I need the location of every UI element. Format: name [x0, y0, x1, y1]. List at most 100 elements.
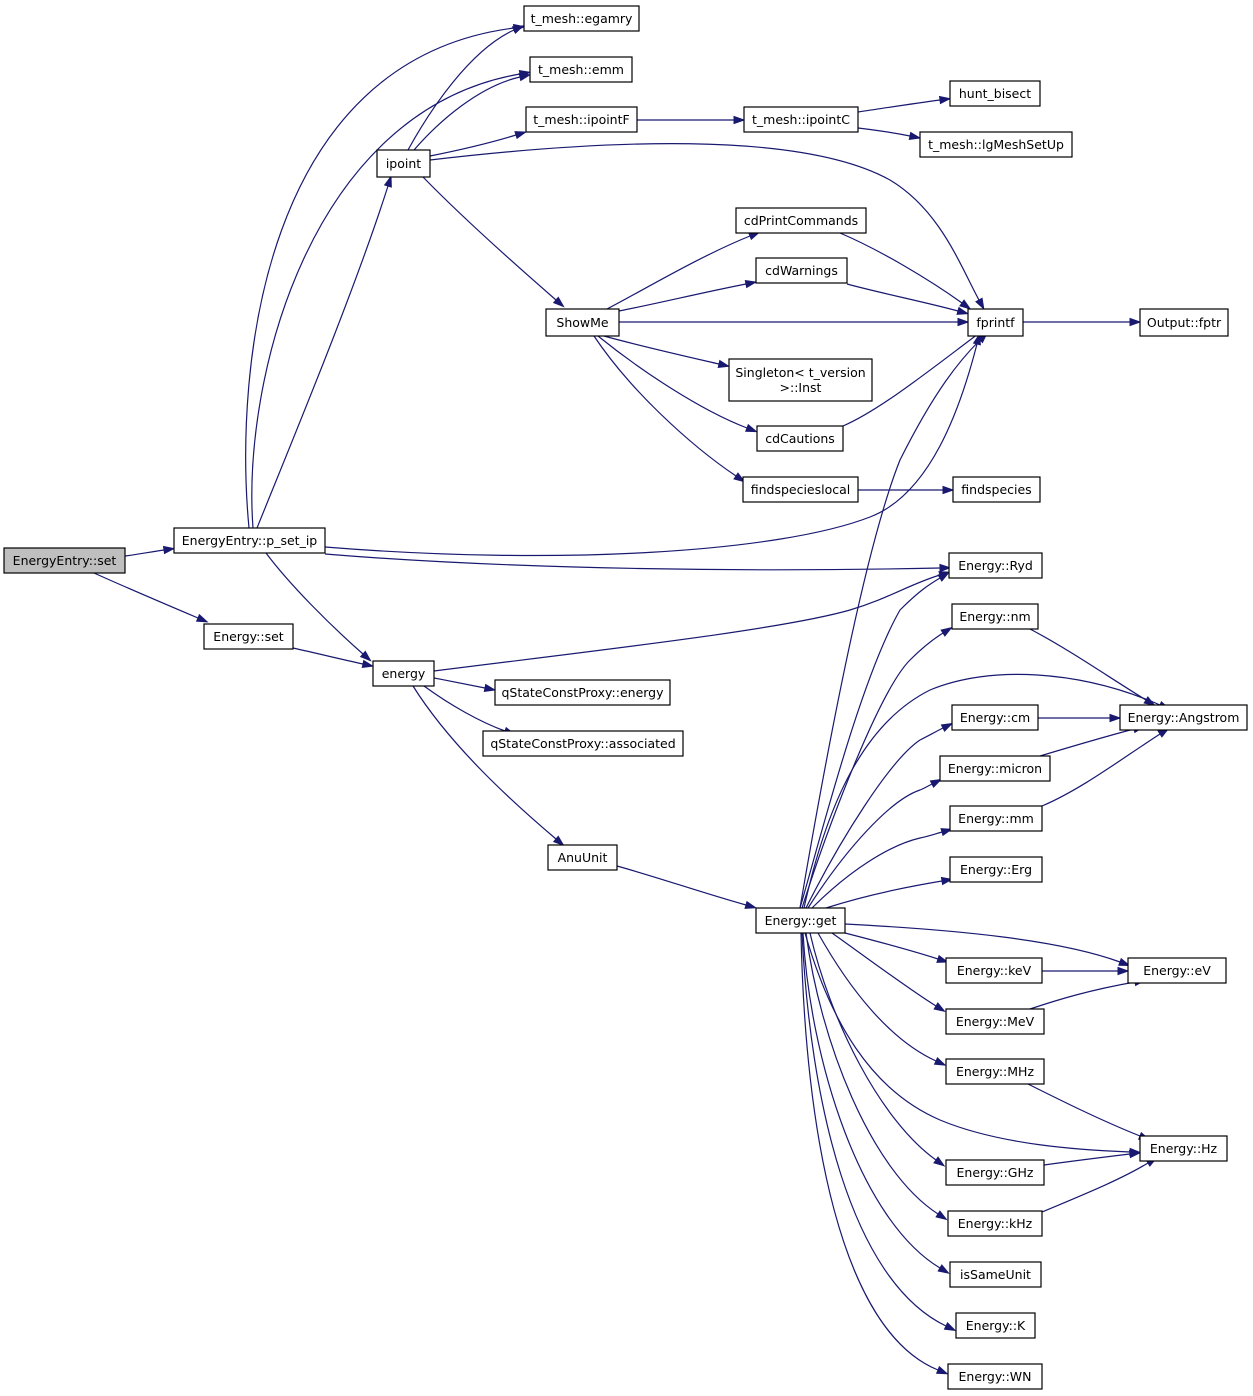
node-label: Singleton< t_version — [735, 365, 865, 380]
node-issameunit[interactable]: isSameUnit — [949, 1261, 1042, 1288]
node-output-fptr[interactable]: Output::fptr — [1139, 308, 1229, 337]
node-label: Energy::K — [966, 1318, 1026, 1333]
node-ipoint[interactable]: ipoint — [376, 149, 431, 178]
edge-ipoint-to-fprintf — [429, 143, 985, 311]
node-label: Energy::kHz — [958, 1216, 1033, 1231]
node-box — [967, 308, 1024, 337]
node-box — [949, 805, 1043, 832]
node-t-mesh-emm[interactable]: t_mesh::emm — [529, 56, 633, 83]
node-t-mesh-ipointc[interactable]: t_mesh::ipointC — [743, 106, 859, 133]
edge-energy-get-to-energy-kev — [844, 932, 949, 963]
node-box — [1127, 957, 1227, 984]
edge-showme-to-cdprintcommands — [606, 231, 761, 310]
arrowhead — [511, 25, 525, 35]
node-label: ipoint — [386, 156, 421, 171]
node-energy-nm[interactable]: Energy::nm — [951, 603, 1039, 630]
node-label: qStateConstProxy::energy — [501, 685, 664, 700]
edge-energyentry-p-set-ip-to-fprintf — [324, 332, 981, 557]
node-qstateconstproxy-associated[interactable]: qStateConstProxy::associated — [482, 730, 684, 757]
node-cdwarnings[interactable]: cdWarnings — [755, 257, 848, 284]
arrowhead — [933, 1056, 947, 1066]
arrowhead — [483, 683, 497, 693]
edge-ipoint-to-t-mesh-emm — [413, 73, 532, 151]
node-t-mesh-ipointf[interactable]: t_mesh::ipointF — [525, 106, 638, 133]
node-energy[interactable]: energy — [372, 660, 435, 687]
node-label: Output::fptr — [1147, 315, 1222, 330]
node-energyentry-p-set-ip[interactable]: EnergyEntry::p_set_ip — [173, 527, 326, 554]
node-label: findspecies — [961, 482, 1031, 497]
node-energy-micron[interactable]: Energy::micron — [939, 755, 1051, 782]
node-label: Energy::get — [765, 913, 837, 928]
node-box — [376, 149, 431, 178]
edge-energy-mm-to-energy-angstrom — [1041, 727, 1170, 807]
node-label: findspecieslocal — [751, 482, 851, 497]
node-energy-mhz[interactable]: Energy::MHz — [945, 1058, 1045, 1085]
node-label: t_mesh::ipointC — [752, 112, 850, 127]
arrowhead — [937, 572, 950, 582]
arrowhead — [1129, 1149, 1142, 1159]
node-energy-ghz[interactable]: Energy::GHz — [945, 1159, 1045, 1186]
node-label: EnergyEntry::set — [13, 553, 117, 568]
arrowhead — [929, 778, 943, 788]
node-hunt-bisect[interactable]: hunt_bisect — [949, 80, 1041, 107]
arrowhead — [940, 876, 954, 886]
node-box — [525, 106, 638, 133]
node-label: ShowMe — [556, 315, 609, 330]
node-energy-mev[interactable]: Energy::MeV — [945, 1008, 1045, 1035]
edge-energy-get-to-energy-nm — [801, 626, 953, 909]
node-t-mesh-egamry[interactable]: t_mesh::egamry — [523, 5, 640, 32]
node-energy-ryd[interactable]: Energy::Ryd — [948, 552, 1043, 579]
node-t-mesh-lgmeshsetup[interactable]: t_mesh::lgMeshSetUp — [919, 131, 1073, 158]
node-energy-ev[interactable]: Energy::eV — [1127, 957, 1227, 984]
node-box — [1139, 1135, 1228, 1162]
node-energy-angstrom[interactable]: Energy::Angstrom — [1119, 704, 1248, 731]
node-energy-cm[interactable]: Energy::cm — [951, 704, 1039, 731]
edge-findspecieslocal-to-findspecies — [858, 485, 955, 495]
node-anuunit[interactable]: AnuUnit — [547, 844, 618, 871]
node-showme[interactable]: ShowMe — [545, 308, 620, 337]
node-label: Energy::MeV — [956, 1014, 1035, 1029]
edge-cdprintcommands-to-fprintf — [839, 232, 972, 310]
node-energy-wn[interactable]: Energy::WN — [947, 1363, 1043, 1390]
edge-energy-set-to-energy — [292, 647, 375, 669]
node-fprintf[interactable]: fprintf — [967, 308, 1024, 337]
node-energy-khz[interactable]: Energy::kHz — [947, 1210, 1043, 1237]
arrowhead — [956, 306, 970, 315]
edge-energy-get-to-issameunit — [802, 932, 950, 1274]
node-label: >::Inst — [780, 380, 822, 395]
node-energy-hz[interactable]: Energy::Hz — [1139, 1135, 1228, 1162]
node-cdcautions[interactable]: cdCautions — [756, 425, 844, 452]
node-label: Energy::set — [213, 629, 283, 644]
node-box — [951, 704, 1039, 731]
node-singleton-t-version-inst[interactable]: Singleton< t_version>::Inst — [728, 358, 873, 402]
node-box — [919, 131, 1073, 158]
node-box — [482, 730, 684, 757]
node-findspecieslocal[interactable]: findspecieslocal — [742, 476, 859, 503]
node-label: fprintf — [976, 315, 1015, 330]
node-label: Energy::WN — [959, 1369, 1032, 1384]
node-box — [955, 1312, 1036, 1339]
node-energy-set[interactable]: Energy::set — [203, 623, 294, 650]
arrowhead — [935, 1365, 949, 1375]
node-label: Energy::nm — [959, 609, 1030, 624]
node-energy-kev[interactable]: Energy::keV — [945, 957, 1043, 984]
node-qstateconstproxy-energy[interactable]: qStateConstProxy::energy — [494, 679, 671, 706]
arrowhead — [936, 954, 949, 963]
node-energyentry-set[interactable]: EnergyEntry::set — [3, 547, 126, 574]
node-energy-erg[interactable]: Energy::Erg — [949, 856, 1043, 883]
node-label: isSameUnit — [960, 1267, 1031, 1282]
node-label: energy — [382, 666, 426, 681]
edge-anuunit-to-energy-get — [616, 865, 758, 909]
node-energy-get[interactable]: Energy::get — [755, 907, 846, 934]
node-energy-k[interactable]: Energy::K — [955, 1312, 1036, 1339]
node-box — [3, 547, 126, 574]
node-cdprintcommands[interactable]: cdPrintCommands — [735, 207, 867, 234]
arrowhead — [359, 650, 372, 662]
node-label: Energy::eV — [1143, 963, 1211, 978]
node-findspecies[interactable]: findspecies — [952, 476, 1041, 503]
node-energy-mm[interactable]: Energy::mm — [949, 805, 1043, 832]
edge-showme-to-fprintf — [619, 317, 970, 327]
edge-ipoint-to-t-mesh-egamry — [407, 25, 525, 151]
node-box — [742, 476, 859, 503]
